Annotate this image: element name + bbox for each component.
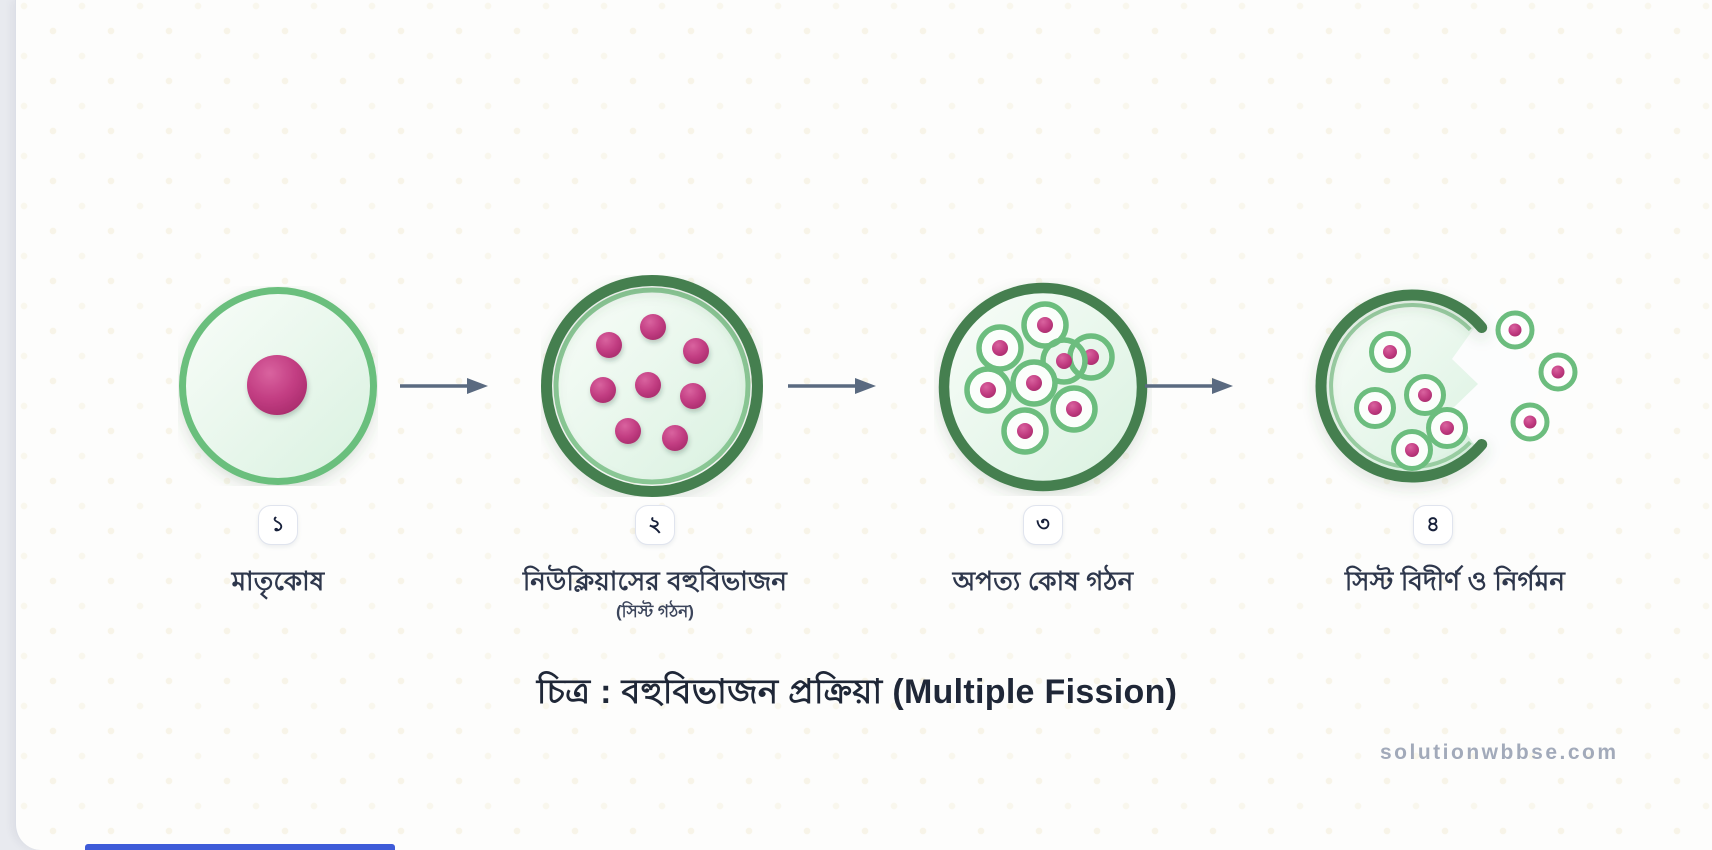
stage-1-mother-cell-diagram <box>179 287 377 485</box>
stage-3-daughter-cells-diagram <box>938 282 1148 492</box>
daughter-cells-inside-group <box>1354 331 1468 471</box>
stage-4-number-badge: ৪ <box>1413 505 1453 545</box>
nucleus-dot <box>247 355 307 415</box>
daughter-cells-group <box>964 301 1115 455</box>
stage-2-label: নিউক্লিয়াসের বহুবিভাজন <box>522 566 788 596</box>
watermark-site-name: solutionwbbse.com <box>1380 741 1619 764</box>
arrow-right-icon <box>400 378 488 394</box>
nuclei-group <box>590 314 709 451</box>
horizontal-scrollbar-thumb[interactable] <box>85 844 395 850</box>
stage-2-sublabel: (সিস্ট গঠন) <box>616 602 694 621</box>
stage-number: ১ <box>271 512 285 536</box>
figure-title: চিত্র : বহুবিভাজন প্রক্রিয়া (Multiple F… <box>536 673 1178 711</box>
stage-4-ruptured-cyst-diagram <box>1315 289 1578 483</box>
stage-2-cyst-many-nuclei-diagram <box>541 275 763 497</box>
arrow-right-icon <box>1145 378 1233 394</box>
rupture-notch <box>1450 303 1542 469</box>
stage-1-number-badge: ১ <box>258 505 298 545</box>
stage-3-number-badge: ৩ <box>1023 505 1063 545</box>
stage-number: ৩ <box>1036 512 1050 536</box>
stage-number: ২ <box>648 512 662 536</box>
stage-3-label: অপত্য কোষ গঠন <box>952 566 1134 596</box>
stage-4-label: সিস্ট বিদীর্ণ ও নির্গমন <box>1344 566 1566 596</box>
stage-2-number-badge: ২ <box>635 505 675 545</box>
broken-cyst-wall <box>1315 289 1488 483</box>
cyst-wall <box>541 275 763 497</box>
stage-number: ৪ <box>1426 512 1440 536</box>
released-cells-group <box>1495 310 1578 442</box>
arrow-right-icon <box>788 378 876 394</box>
stage-1-label: মাতৃকোষ <box>231 566 325 596</box>
